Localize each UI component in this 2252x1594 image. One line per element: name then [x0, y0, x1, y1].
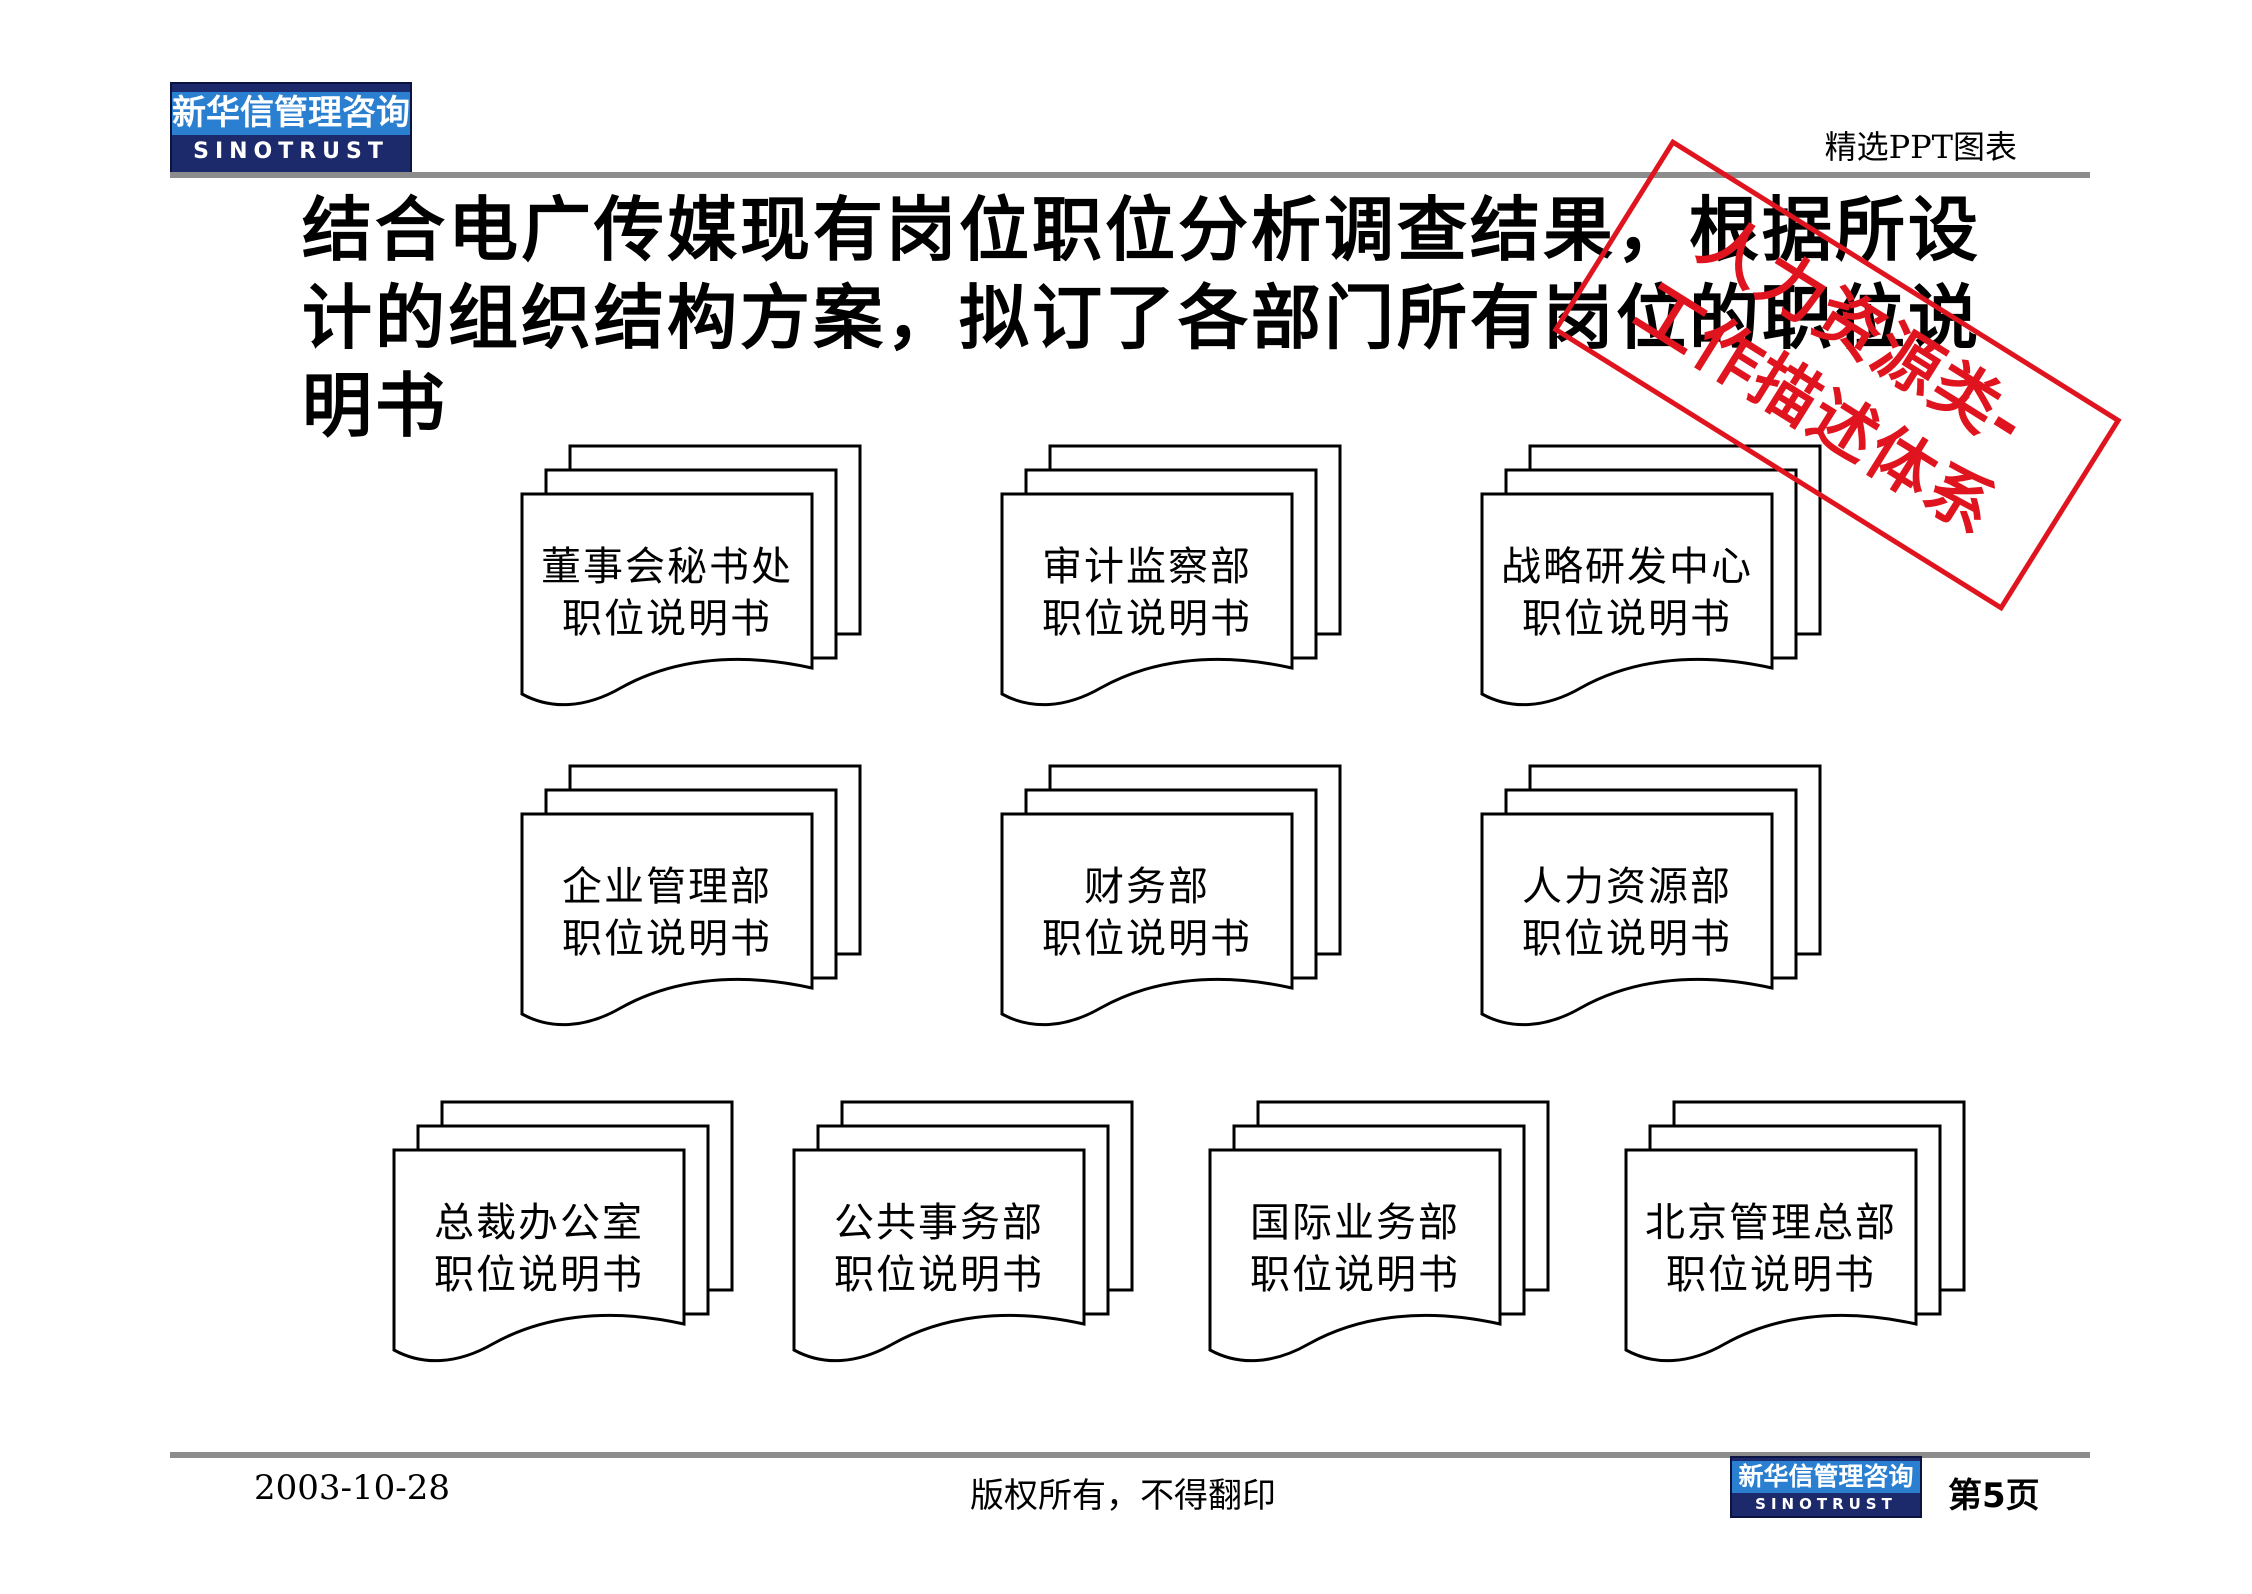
logo-text-cn: 新华信管理咨询 — [172, 92, 410, 135]
document-title: 国际业务部 — [1250, 1200, 1460, 1246]
document-page-front — [1208, 1148, 1502, 1363]
document-page-front — [1480, 492, 1774, 707]
document-subtitle: 职位说明书 — [834, 1252, 1044, 1298]
document-title: 财务部 — [1084, 864, 1210, 910]
document-page-front — [1000, 492, 1294, 707]
document-title: 总裁办公室 — [434, 1200, 644, 1246]
footer-logo-text-en: SINOTRUST — [1755, 1494, 1897, 1513]
footer-logo: 新华信管理咨询 SINOTRUST — [1730, 1456, 1922, 1518]
document-page-front — [1480, 812, 1774, 1027]
document-subtitle: 职位说明书 — [434, 1252, 644, 1298]
footer-date: 2003-10-28 — [254, 1468, 451, 1508]
document-subtitle: 职位说明书 — [1042, 596, 1252, 642]
document-title: 审计监察部 — [1042, 544, 1252, 590]
document-subtitle: 职位说明书 — [1042, 916, 1252, 962]
document-page-front — [392, 1148, 686, 1363]
document-subtitle: 职位说明书 — [1522, 596, 1732, 642]
footer-logo-text-cn: 新华信管理咨询 — [1732, 1461, 1920, 1493]
document-subtitle: 职位说明书 — [1522, 916, 1732, 962]
header-tag: 精选PPT图表 — [1824, 128, 2017, 166]
logo-text-en: SINOTRUST — [193, 138, 389, 164]
document-title: 企业管理部 — [562, 864, 772, 910]
document-subtitle: 职位说明书 — [1666, 1252, 1876, 1298]
document-title: 董事会秘书处 — [541, 544, 793, 590]
document-subtitle: 职位说明书 — [562, 596, 772, 642]
document-page-front — [1624, 1148, 1918, 1363]
document-page-front — [520, 812, 814, 1027]
document-subtitle: 职位说明书 — [1250, 1252, 1460, 1298]
document-subtitle: 职位说明书 — [562, 916, 772, 962]
document-title: 北京管理总部 — [1645, 1200, 1897, 1246]
header-divider — [170, 172, 2090, 178]
document-page-front — [1000, 812, 1294, 1027]
slide-title: 结合电广传媒现有岗位职位分析调查结果，根据所设计的组织结构方案，拟订了各部门所有… — [302, 189, 1981, 447]
footer-copyright: 版权所有，不得翻印 — [970, 1476, 1276, 1516]
document-page-front — [520, 492, 814, 707]
footer-divider — [170, 1452, 2090, 1458]
document-title: 战略研发中心 — [1501, 544, 1753, 590]
page-number: 第5页 — [1948, 1476, 2040, 1516]
document-title: 人力资源部 — [1522, 864, 1732, 910]
company-logo: 新华信管理咨询 SINOTRUST — [170, 82, 412, 174]
document-page-front — [792, 1148, 1086, 1363]
document-title: 公共事务部 — [834, 1200, 1044, 1246]
